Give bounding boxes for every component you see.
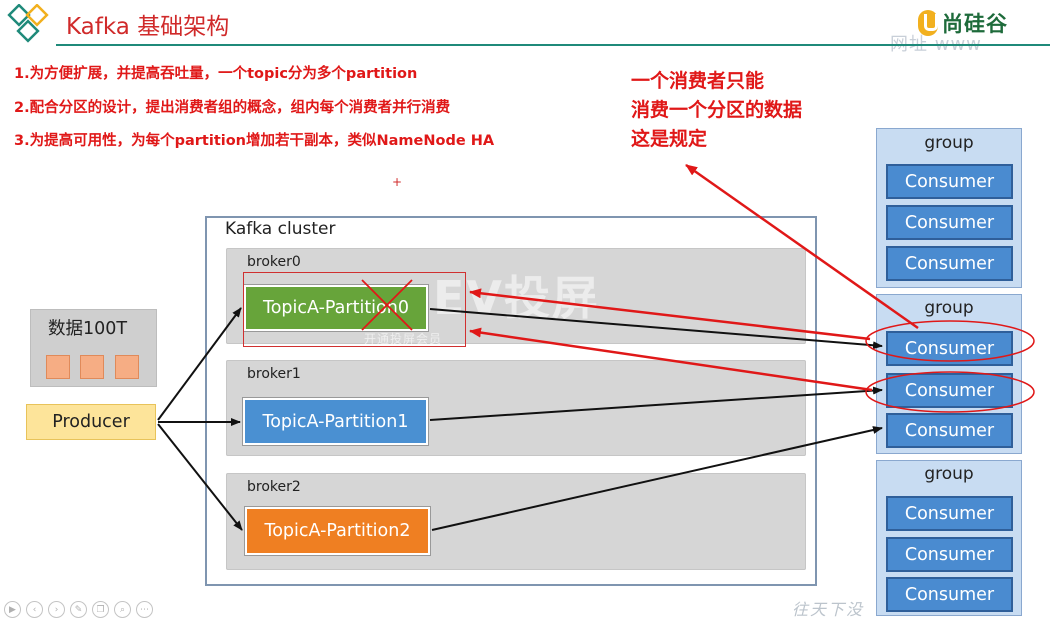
brand-badge-icon [918,10,938,36]
consumer-2-1: Consumer [886,331,1013,366]
consumer-3-1: Consumer [886,496,1013,531]
bottom-watermark: 往天下没 [792,600,865,619]
header-divider [56,44,1050,46]
copy-icon[interactable]: ❐ [92,601,109,618]
callout-line-2: 消费一个分区的数据 [631,99,803,121]
consumer-2-3: Consumer [886,413,1013,448]
callout-line-3: 这是规定 [631,128,708,150]
broker-2-label: broker2 [247,479,301,495]
broker-1-label: broker1 [247,366,301,382]
consumer-1-3: Consumer [886,246,1013,281]
partition-1: TopicA-Partition1 [242,397,429,446]
consumer-1-2: Consumer [886,205,1013,240]
data-block [46,355,70,379]
slideshow-toolbar: ▶ ‹ › ✎ ❐ ⌕ ⋯ [4,601,153,618]
consumer-1-1: Consumer [886,164,1013,199]
group-2-label: group [924,298,974,318]
diamond-logo-icon [7,4,49,43]
note-2: 2.配合分区的设计，提出消费者组的概念，组内每个消费者并行消费 [14,100,451,116]
screencast-watermark: EV投屏 [433,271,601,325]
cluster-label: Kafka cluster [225,219,336,239]
broker-0-label: broker0 [247,254,301,270]
note-3: 3.为提高可用性，为每个partition增加若干副本，类似NameNode H… [14,133,495,149]
zoom-icon[interactable]: ⌕ [114,601,131,618]
play-icon[interactable]: ▶ [4,601,21,618]
slide-header: Kafka 基础架构 网址 www 尚硅谷 [0,0,1050,55]
consumer-3-3: Consumer [886,577,1013,612]
consumer-2-2: Consumer [886,373,1013,408]
pen-icon[interactable]: ✎ [70,601,87,618]
data-source-label: 数据100T [48,319,128,339]
prev-icon[interactable]: ‹ [26,601,43,618]
data-block [115,355,139,379]
group-3-label: group [924,464,974,484]
brand-logo: 尚硅谷 [918,8,1008,38]
data-block [80,355,104,379]
next-icon[interactable]: › [48,601,65,618]
note-1: 1.为方便扩展，并提高吞吐量，一个topic分为多个partition [14,66,418,82]
consumer-3-2: Consumer [886,537,1013,572]
screencast-tagline: 开通投屏会员 [364,332,443,346]
cursor-marker: + [392,175,403,189]
producer-box: Producer [26,404,156,440]
more-icon[interactable]: ⋯ [136,601,153,618]
group-1-label: group [924,133,974,153]
brand-name: 尚硅谷 [942,12,1008,36]
page-title: Kafka 基础架构 [66,14,230,40]
callout-line-1: 一个消费者只能 [631,70,765,92]
partition-2: TopicA-Partition2 [244,506,431,556]
